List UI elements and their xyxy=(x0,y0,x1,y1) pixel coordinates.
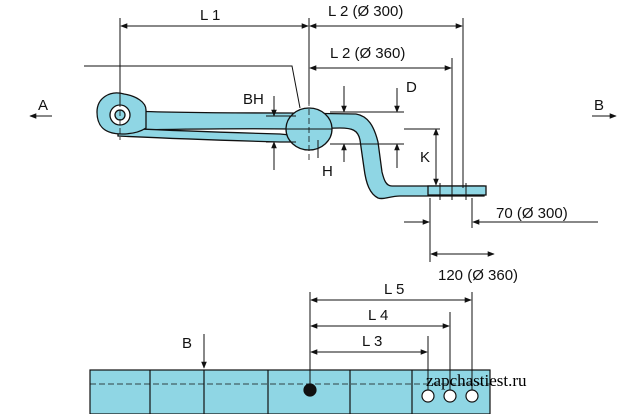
end-hole-2 xyxy=(443,389,457,403)
center-lines xyxy=(119,92,310,162)
label-h: H xyxy=(322,163,333,180)
dimension-lines-upper xyxy=(29,18,617,262)
label-k: K xyxy=(420,149,430,166)
dimension-lines-lower xyxy=(201,292,473,390)
label-l1: L 1 xyxy=(200,7,220,24)
label-l3: L 3 xyxy=(362,333,382,350)
center-bolt-hole xyxy=(303,383,317,397)
spring-plan-view xyxy=(89,369,491,414)
site-watermark: zapchastiest.ru xyxy=(426,371,527,390)
second-leaf xyxy=(117,127,301,143)
label-view-a: A xyxy=(38,97,48,114)
label-l4: L 4 xyxy=(368,307,388,324)
label-l5: L 5 xyxy=(384,281,404,298)
label-d: D xyxy=(406,79,417,96)
end-hole-3 xyxy=(465,389,479,403)
label-view-b: B xyxy=(594,97,604,114)
label-dim-120: 120 (Ø 360) xyxy=(438,267,518,284)
label-l2-360: L 2 (Ø 360) xyxy=(330,45,405,62)
label-b-marker: B xyxy=(182,335,192,352)
label-bh: BH xyxy=(243,91,264,108)
spring-side-view xyxy=(96,92,487,200)
label-l2-300: L 2 (Ø 300) xyxy=(328,3,403,20)
spring-end-plate xyxy=(427,185,487,196)
end-hole-1 xyxy=(421,389,435,403)
label-dim-70: 70 (Ø 300) xyxy=(496,205,568,222)
